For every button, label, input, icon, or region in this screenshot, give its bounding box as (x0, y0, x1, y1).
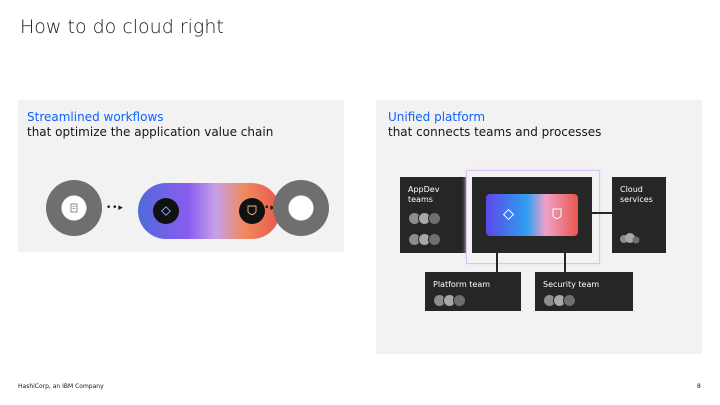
platform-gradient-card (486, 194, 578, 236)
input-ring (46, 180, 102, 236)
left-panel-heading: Streamlined workflows that optimize the … (27, 110, 273, 140)
appdev-teams-box: AppDev teams (400, 177, 466, 253)
chevrons-right-icon: • • ▸ (106, 203, 123, 213)
platform-to-platform-team-connector (496, 253, 498, 272)
right-panel-heading: Unified platform that connects teams and… (388, 110, 601, 140)
page-number: 8 (697, 383, 701, 390)
security-team-label: Security team (543, 280, 600, 289)
platform-core-box (472, 177, 592, 253)
cloud-services-box: Cloud services (612, 177, 666, 253)
appdev-avatars-row-1 (408, 212, 441, 225)
slide-title: How to do cloud right (20, 16, 224, 38)
streamlined-workflows-panel: Streamlined workflows that optimize the … (18, 100, 344, 252)
platform-team-box: Platform team (425, 272, 521, 311)
footer-company: HashiCorp, an IBM Company (18, 383, 104, 390)
platform-team-label: Platform team (433, 280, 491, 289)
platform-to-cloud-connector (592, 212, 612, 214)
chevrons-right-icon: • • ▸ (258, 203, 275, 213)
lifecycle-loop-graphic (138, 183, 280, 239)
security-team-box: Security team (535, 272, 633, 311)
appdev-teams-label: AppDev teams (408, 185, 440, 204)
output-ring (273, 180, 329, 236)
left-heading-sub: that optimize the application value chai… (27, 125, 274, 139)
cycle-arrow-icon (297, 204, 305, 212)
cloud-icon (620, 233, 640, 244)
platform-team-avatars (433, 294, 466, 307)
layers-icon (161, 206, 171, 216)
right-heading-sub: that connects teams and processes (388, 125, 602, 139)
document-icon (70, 203, 78, 213)
unified-platform-panel: Unified platform that connects teams and… (376, 100, 702, 354)
security-team-avatars (543, 294, 576, 307)
shield-icon (247, 205, 257, 215)
platform-core-outline (466, 170, 600, 264)
appdev-avatars-row-2 (408, 233, 441, 246)
platform-to-security-connector (564, 253, 566, 272)
right-heading-accent: Unified platform (388, 110, 486, 124)
cloud-services-label: Cloud services (620, 185, 653, 204)
left-heading-accent: Streamlined workflows (27, 110, 164, 124)
